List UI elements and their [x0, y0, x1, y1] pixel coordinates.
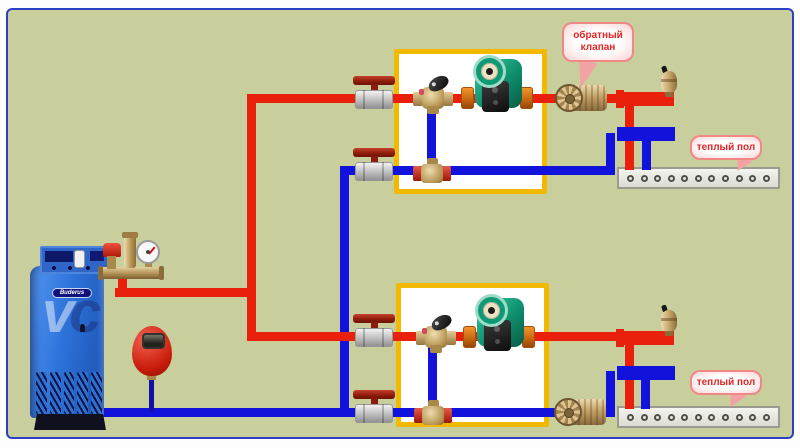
- valve-handle: [353, 148, 395, 157]
- floor-manifold-top: [617, 167, 780, 189]
- pipe-return-top: [340, 166, 610, 175]
- manifold-port-dot: [640, 174, 648, 182]
- ball-valve-return-bottom-icon: [353, 390, 395, 423]
- manifold-port-dot: [735, 413, 743, 421]
- valve-handle: [353, 76, 395, 85]
- manifold-port-dot: [627, 413, 635, 421]
- boiler-base: [34, 414, 106, 430]
- return-header-top: [617, 127, 675, 141]
- manifold-port-dot: [667, 413, 675, 421]
- tee-fitting-top-icon: [413, 158, 451, 184]
- ball-valve-supply-bottom-icon: [353, 314, 395, 347]
- panel-display-2: [90, 251, 104, 261]
- manifold-port-dot: [708, 174, 716, 182]
- manifold-port-dot: [694, 174, 702, 182]
- return-header-bottom: [617, 366, 675, 380]
- circulation-pump-bottom-icon: [462, 294, 538, 353]
- boiler-keyhole: [80, 324, 85, 332]
- pipe-bypass-bottom: [428, 346, 437, 412]
- ball-valve-supply-top-icon: [353, 76, 395, 109]
- manifold-port-dot: [749, 174, 757, 182]
- floor-manifold-bottom: [617, 406, 780, 428]
- boiler-grille: [36, 372, 102, 414]
- callout-warm-floor-top: теплый пол: [690, 135, 762, 160]
- manifold-port-dot: [721, 413, 729, 421]
- manifold-port-dot: [694, 413, 702, 421]
- manifold-port-dot: [762, 174, 770, 182]
- pipe-boiler-supply: [115, 288, 252, 297]
- manifold-port-dot: [627, 174, 635, 182]
- manifold-port-dot: [749, 413, 757, 421]
- pipe-safety-group-stub: [118, 279, 127, 290]
- manifold-port-dot: [721, 174, 729, 182]
- manifold-port-dot: [762, 413, 770, 421]
- pipe-bypass-top: [427, 104, 436, 166]
- gauge-stub: [145, 262, 152, 270]
- callout-check-valve: обратный клапан: [562, 22, 634, 62]
- air-vent-top-icon: [659, 65, 679, 97]
- valve-handle: [353, 314, 395, 323]
- callout-warm-floor-bottom: теплый пол: [690, 370, 762, 395]
- ball-valve-return-top-icon: [353, 148, 395, 181]
- panel-knobs: [48, 266, 104, 271]
- check-valve-top-icon: [555, 84, 607, 112]
- expansion-tank-label-window: [142, 333, 165, 349]
- manifold-port-dot: [681, 174, 689, 182]
- manifold-port-dot: [735, 174, 743, 182]
- valve-handle: [353, 390, 395, 399]
- tee-fitting-bottom-icon: [414, 400, 452, 426]
- manifold-port-dot: [654, 174, 662, 182]
- auto-air-vent-icon: [122, 232, 138, 268]
- manifold-port-dot: [667, 174, 675, 182]
- pipe-supply-riser: [247, 94, 256, 341]
- manifold-port-dot: [654, 413, 662, 421]
- air-vent-bottom-icon: [659, 304, 679, 336]
- check-valve-bottom-icon: [554, 398, 606, 426]
- manifold-port-dot: [640, 413, 648, 421]
- pipe-expansion-tank: [149, 378, 154, 412]
- pipe-return-drop-top: [642, 140, 651, 170]
- pipe-return-drop-bottom: [641, 379, 650, 409]
- manifold-port-dot: [681, 413, 689, 421]
- mixing-valve-bottom-icon: [416, 311, 456, 353]
- pipe-return-bottom-elbow: [606, 371, 615, 417]
- watermark: vc: [42, 280, 102, 345]
- safety-valve-icon: [103, 243, 121, 269]
- pipe-return-top-elbow: [606, 133, 615, 175]
- safety-group-manifold: [98, 266, 164, 280]
- boiler-brand-label: Buderus: [52, 288, 92, 298]
- circulation-pump-top-icon: [460, 55, 536, 114]
- pressure-gauge-icon: [136, 240, 160, 264]
- mixing-valve-top-icon: [413, 72, 453, 114]
- pipe-return-riser: [340, 166, 349, 417]
- supply-header-top: [616, 90, 674, 108]
- tank-fitting: [147, 374, 156, 380]
- supply-header-bottom: [616, 329, 674, 347]
- panel-display: [45, 251, 73, 262]
- manifold-port-dot: [708, 413, 716, 421]
